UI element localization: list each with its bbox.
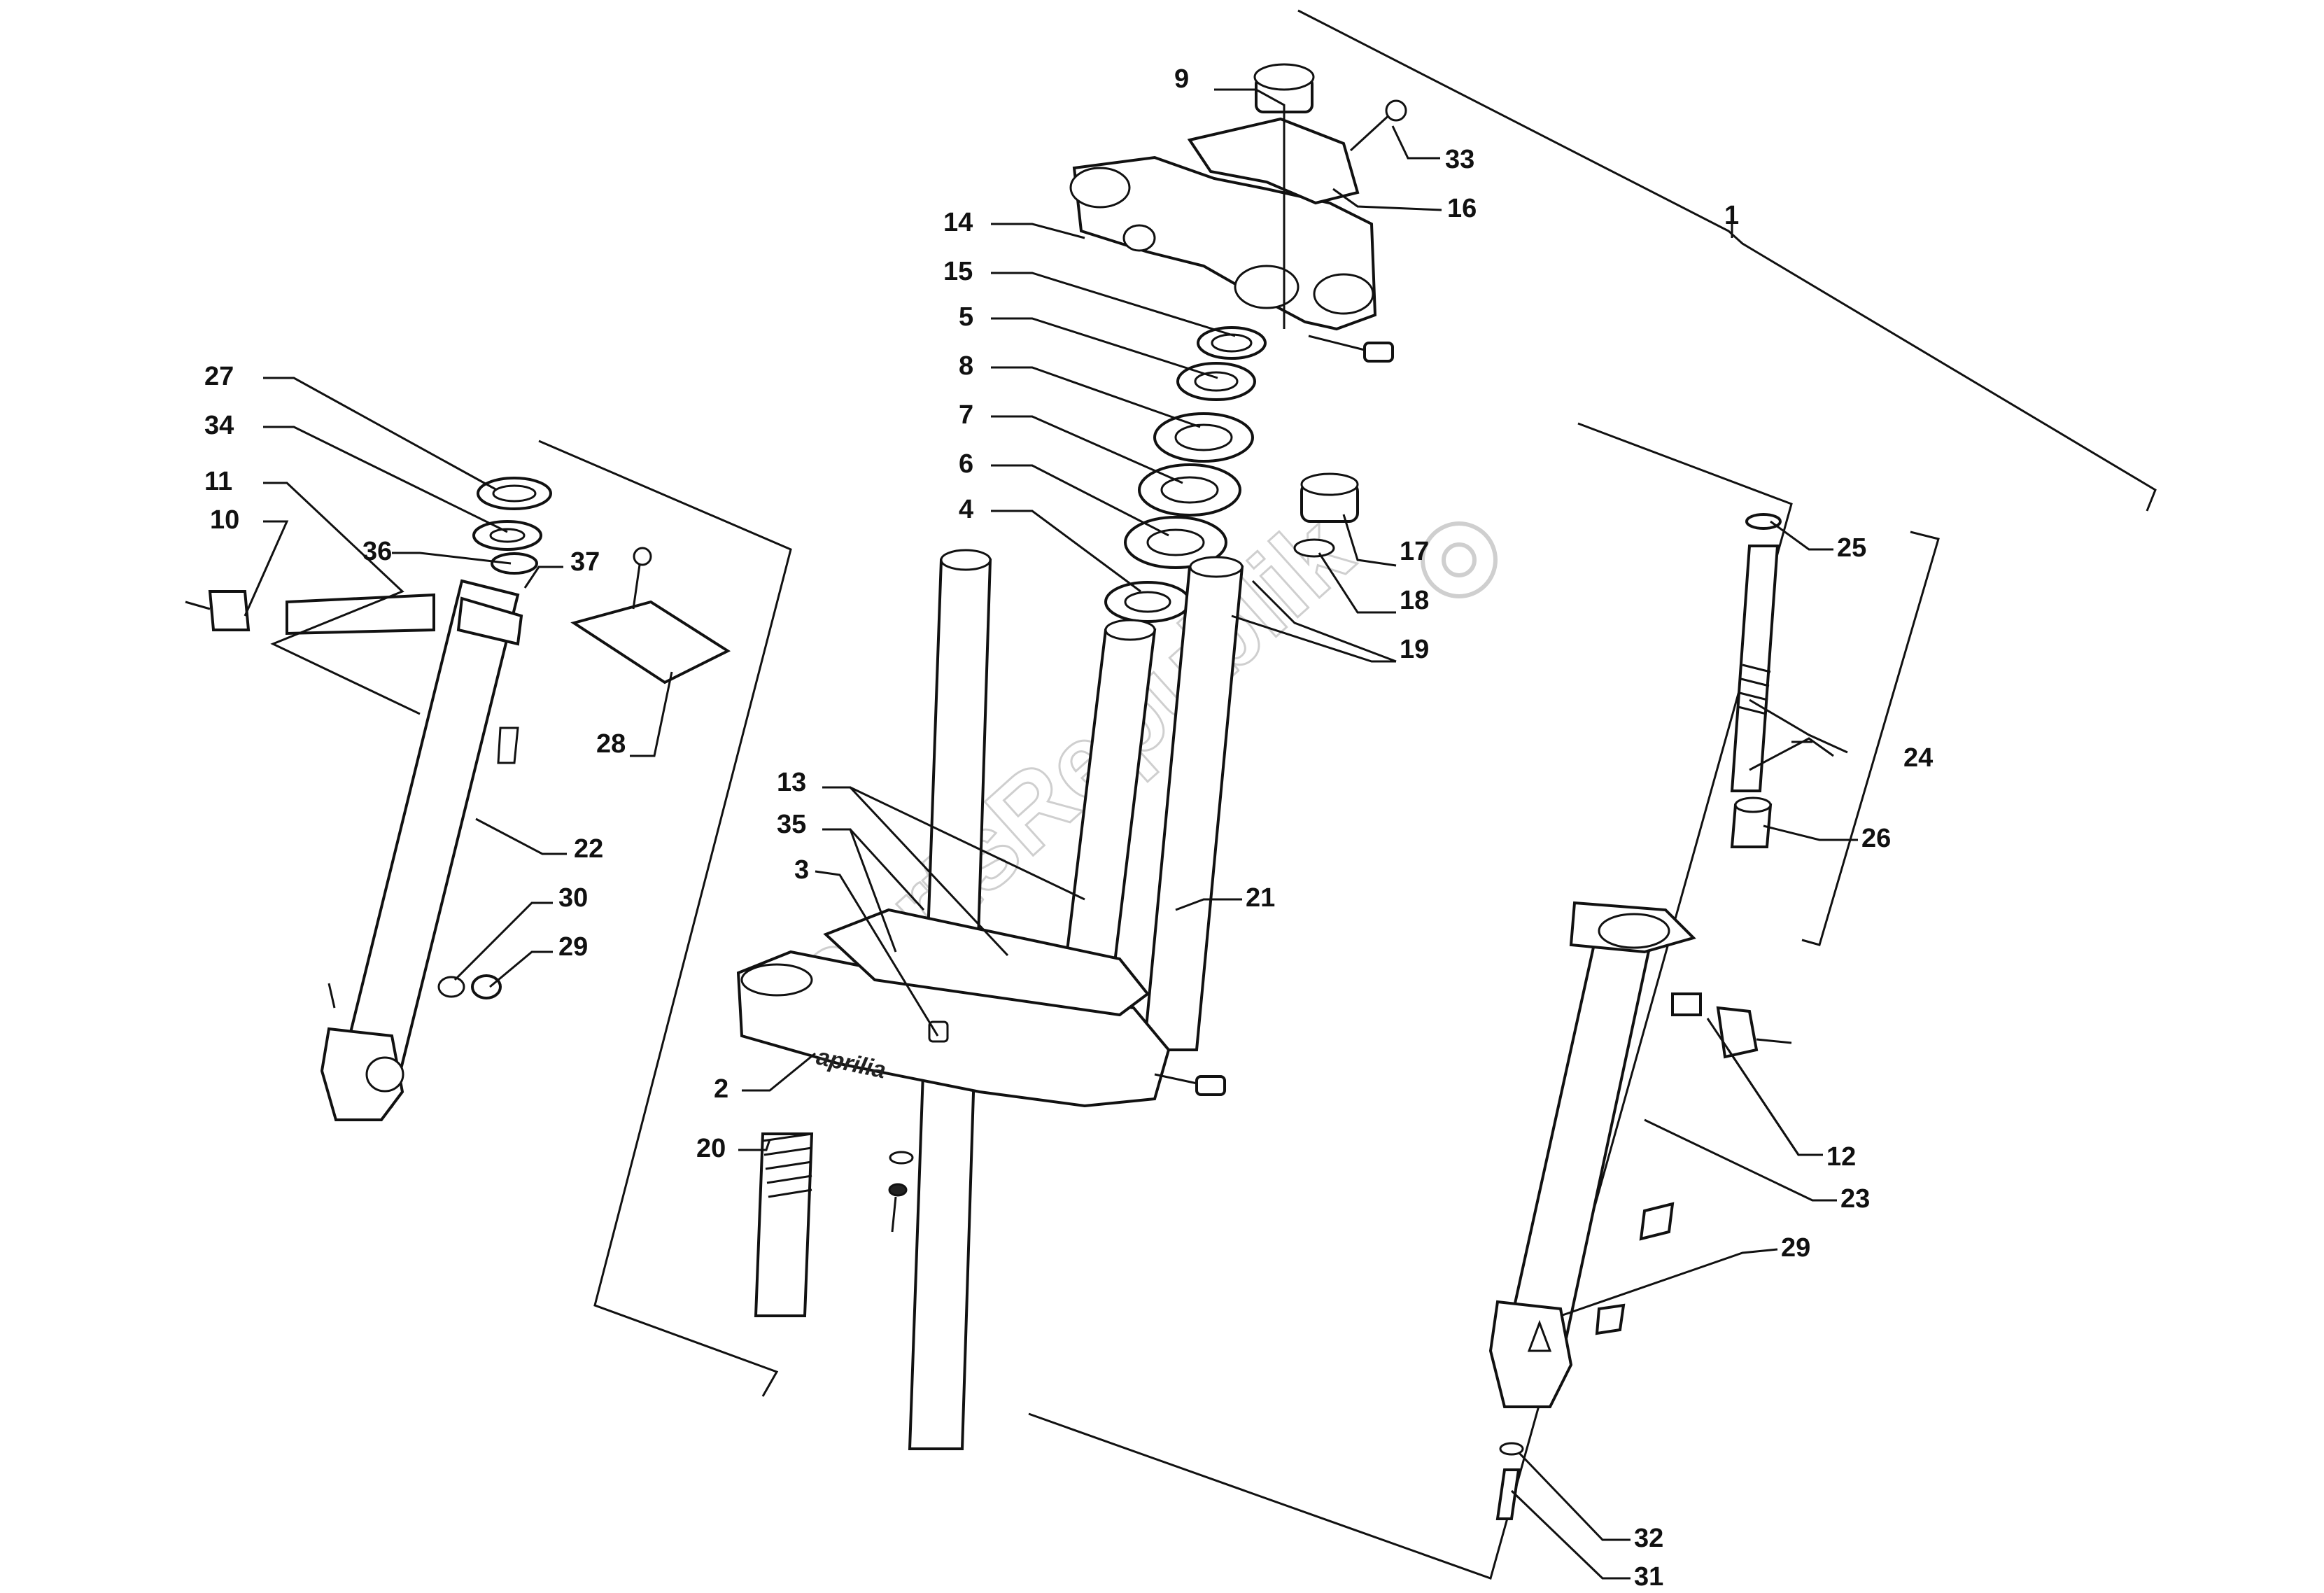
label-part-1: 1	[1724, 201, 1739, 230]
left-fork-leg	[185, 477, 731, 1121]
label-part-31: 31	[1634, 1562, 1663, 1592]
label-part-28: 28	[596, 729, 626, 759]
label-part-12: 12	[1826, 1142, 1856, 1172]
label-part-22: 22	[574, 834, 603, 864]
bracket-cartridge	[1801, 531, 1940, 946]
upper-triple-clamp	[1069, 63, 1407, 363]
right-fork-leg	[1488, 513, 1792, 1520]
label-part-17: 17	[1400, 537, 1429, 566]
label-part-7: 7	[959, 400, 973, 430]
callout-labels: 1 9 33 16 14 15 5 8 7 6 4 17 18 19 27 34…	[204, 64, 1933, 1592]
label-part-21: 21	[1246, 883, 1275, 913]
label-part-23: 23	[1840, 1184, 1870, 1214]
watermark-gear-icon	[1421, 521, 1498, 598]
bracket-right-assembly	[1028, 422, 1793, 1580]
label-part-13: 13	[777, 768, 806, 797]
label-part-3: 3	[794, 855, 809, 885]
label-part-29-right: 29	[1781, 1233, 1810, 1263]
label-part-27: 27	[204, 362, 234, 391]
label-part-20: 20	[696, 1134, 726, 1163]
label-part-8: 8	[959, 351, 973, 381]
label-part-33: 33	[1445, 145, 1474, 174]
label-part-5: 5	[959, 302, 973, 332]
label-part-10: 10	[210, 505, 239, 535]
label-part-9: 9	[1174, 64, 1189, 94]
steering-bearing-stack	[1104, 326, 1267, 623]
label-part-32: 32	[1634, 1524, 1663, 1553]
label-part-24: 24	[1903, 743, 1933, 773]
fork-cap-plug	[1293, 472, 1359, 558]
bracket-complete-fork	[1297, 9, 2157, 512]
label-part-19: 19	[1400, 635, 1429, 664]
label-part-36: 36	[362, 537, 392, 566]
label-part-2: 2	[714, 1074, 728, 1104]
label-part-4: 4	[959, 495, 973, 524]
label-part-34: 34	[204, 411, 234, 440]
label-part-29-left: 29	[558, 932, 588, 962]
label-part-11: 11	[204, 467, 232, 496]
label-part-15: 15	[943, 257, 973, 286]
label-part-35: 35	[777, 810, 806, 839]
label-part-16: 16	[1447, 194, 1477, 223]
label-part-6: 6	[959, 449, 973, 479]
label-part-26: 26	[1861, 824, 1891, 853]
steering-stem-lower	[754, 1132, 914, 1317]
assembly-brackets	[538, 9, 2157, 1580]
label-part-30: 30	[558, 883, 588, 913]
label-part-18: 18	[1400, 586, 1429, 615]
bracket-left-leg	[538, 440, 792, 1397]
leader-lines	[244, 88, 1858, 1580]
label-part-37: 37	[570, 547, 600, 577]
label-part-25: 25	[1837, 533, 1866, 563]
label-part-14: 14	[943, 208, 973, 237]
